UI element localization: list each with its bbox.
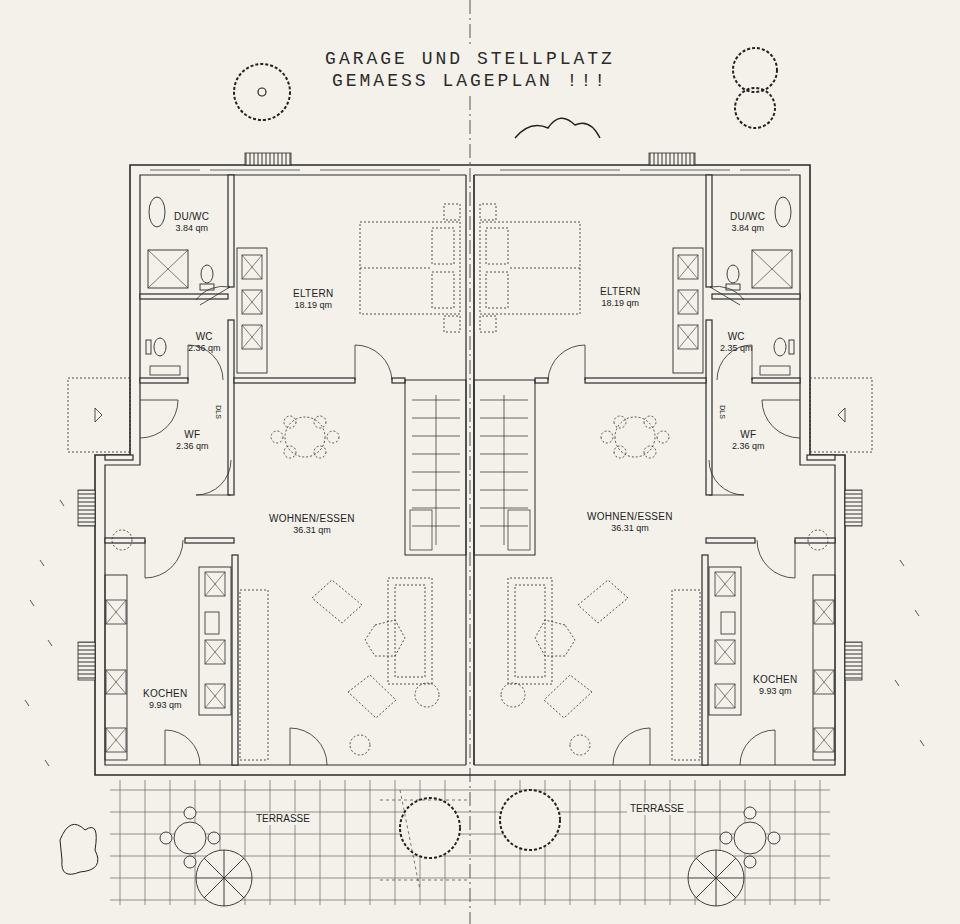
room-label: DU/WC3.84 qm (174, 211, 209, 234)
room-label: WC2.35 qm (720, 331, 753, 354)
room-area: 9.93 qm (753, 686, 798, 697)
room-name: WC (188, 331, 221, 343)
room-label: DU/WC3.84 qm (730, 211, 765, 234)
room-area: 36.31 qm (587, 523, 673, 534)
room-area: 2.36 qm (188, 343, 221, 354)
room-name: ELTERN (600, 286, 641, 298)
room-name: WF (732, 429, 765, 441)
room-label: ELTERN18.19 qm (600, 286, 641, 309)
room-area: 36.31 qm (269, 525, 355, 536)
plan-note: GARAGE UND STELLPLATZ GEMAESS LAGEPLAN !… (316, 46, 624, 94)
room-area: 2.36 qm (732, 441, 765, 452)
room-area: 18.19 qm (600, 298, 641, 309)
room-area: 2.35 qm (720, 343, 753, 354)
room-area: 3.84 qm (174, 223, 209, 234)
room-label: KOCHEN9.93 qm (753, 674, 798, 697)
door-note: DLS (214, 404, 222, 420)
room-area: 18.19 qm (293, 300, 334, 311)
room-name: DU/WC (174, 211, 209, 223)
door-note: DLS (718, 404, 726, 420)
room-label: WC2.36 qm (188, 331, 221, 354)
room-name: DU/WC (730, 211, 765, 223)
room-name: WC (720, 331, 753, 343)
room-name: KOCHEN (753, 674, 798, 686)
room-name: KOCHEN (143, 688, 188, 700)
room-area: 3.84 qm (730, 223, 765, 234)
room-name: WF (176, 429, 209, 441)
terrace-label: TERRASSE (627, 803, 687, 815)
room-label: WOHNEN/ESSEN36.31 qm (587, 511, 673, 534)
room-area: 9.93 qm (143, 700, 188, 711)
room-label: KOCHEN9.93 qm (143, 688, 188, 711)
room-name: WOHNEN/ESSEN (269, 513, 355, 525)
room-name: ELTERN (293, 288, 334, 300)
room-label: WF2.36 qm (176, 429, 209, 452)
room-label: ELTERN18.19 qm (293, 288, 334, 311)
room-area: 2.36 qm (176, 441, 209, 452)
room-name: WOHNEN/ESSEN (587, 511, 673, 523)
room-label: WF2.36 qm (732, 429, 765, 452)
room-label: WOHNEN/ESSEN36.31 qm (269, 513, 355, 536)
terrace-label: TERRASSE (253, 813, 313, 825)
